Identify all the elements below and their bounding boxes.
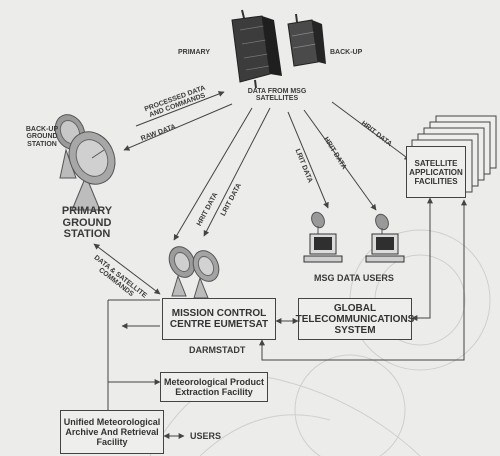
saf-box: SATELLITE APPLICATION FACILITIES (406, 146, 466, 198)
arrow-hrit-saf (331, 101, 411, 161)
gts-label: GLOBAL TELECOMMUNICATIONS SYSTEM (295, 302, 415, 336)
arrow-processed-data (135, 91, 225, 127)
arrow-mcc-saf (259, 199, 467, 361)
arrow-hrit-users (303, 109, 377, 211)
label-primary-ground-station: PRIMARY GROUND STATION (61, 205, 113, 241)
arrow-lrit-mcc (203, 107, 271, 237)
mcc-label: MISSION CONTROL CENTRE EUMETSAT (169, 308, 269, 330)
umarf-label: Unified Meteorological Archive And Retri… (63, 417, 161, 447)
mcc-dish-icon (168, 246, 220, 299)
computer-icon (303, 211, 343, 263)
label-data-from-msg: DATA FROM MSG SATELLITES (247, 88, 307, 103)
ground-station-dish-icon (54, 114, 116, 211)
gts-box: GLOBAL TELECOMMUNICATIONS SYSTEM (295, 298, 415, 340)
saf-label: SATELLITE APPLICATION FACILITIES (409, 158, 463, 186)
computer-icon (365, 213, 405, 263)
mpef-label: Meteorological Product Extraction Facili… (163, 377, 264, 397)
label-users: USERS (190, 431, 222, 441)
mpef-box: Meteorological Product Extraction Facili… (160, 372, 268, 402)
mcc-box: MISSION CONTROL CENTRE EUMETSAT (162, 298, 276, 340)
umarf-box: Unified Meteorological Archive And Retri… (60, 410, 164, 454)
label-msg-data-users: MSG DATA USERS (314, 273, 394, 283)
arrow-gts-saf (411, 197, 433, 321)
label-backup: BACK-UP (330, 49, 363, 56)
label-darmstadt: DARMSTADT (189, 345, 246, 355)
label-primary: PRIMARY (178, 49, 211, 56)
arrow-hrit-mcc (173, 107, 253, 241)
satellite-primary-icon (231, 9, 282, 89)
label-backup-ground-station: BACK-UP GROUND STATION (25, 126, 59, 148)
satellite-backup-icon (287, 13, 326, 67)
arrow-raw-data (123, 103, 233, 151)
arrow-lrit-users (287, 111, 329, 209)
arrow-ground-mcc (93, 243, 161, 295)
